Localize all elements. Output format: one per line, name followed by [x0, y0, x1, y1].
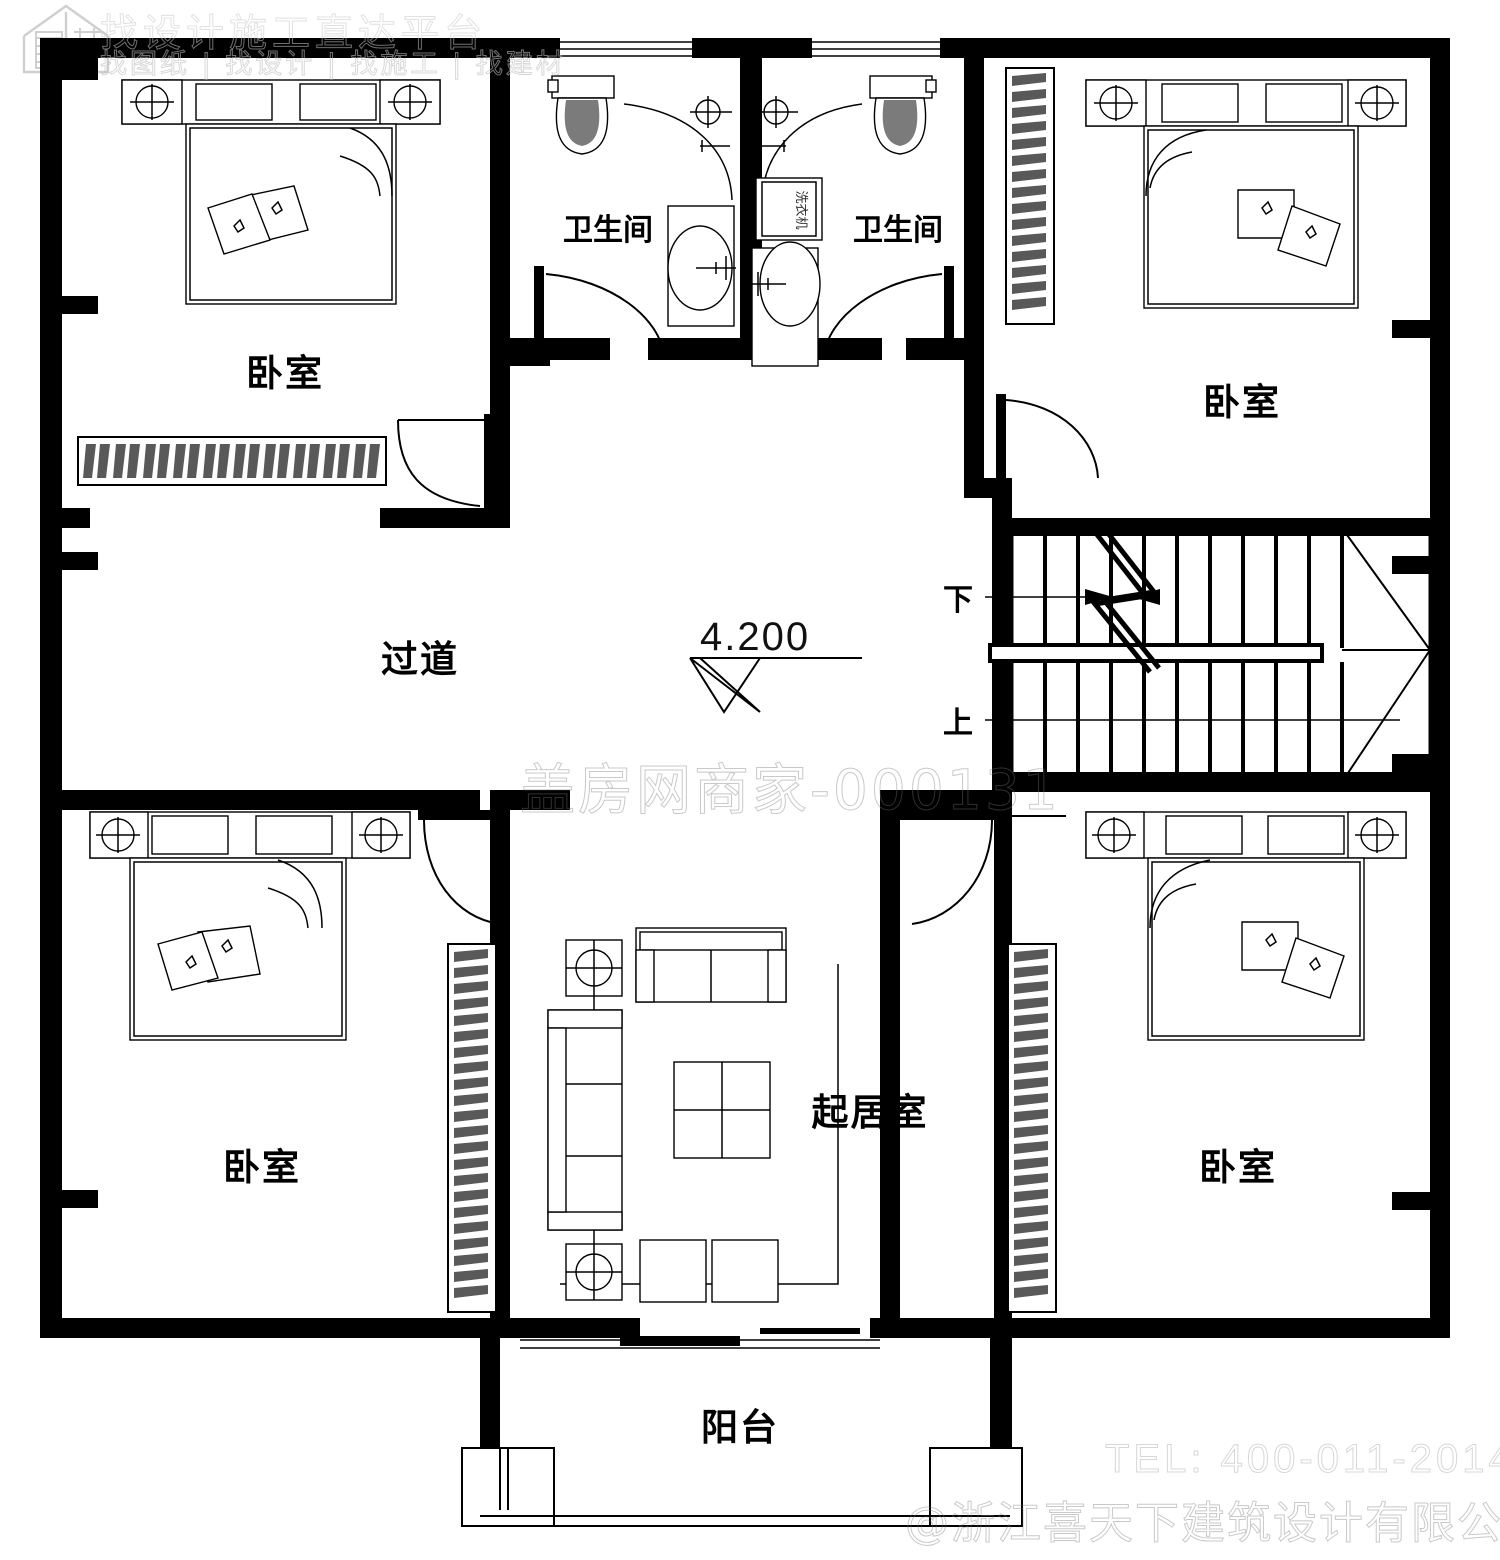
bed-group-top-left [121, 79, 441, 305]
room-label-living-room: 起居室 [812, 1091, 929, 1134]
room-label-bedroom-bottom-left: 卧室 [223, 1146, 301, 1189]
bathroom-right-fixtures [751, 75, 954, 367]
door-bedroom-bottom-right [900, 810, 1066, 925]
bed-group-bottom-left [89, 811, 411, 1041]
elevation-value: 4.200 [700, 615, 810, 659]
window-glazing-top [560, 41, 940, 57]
exterior-walls [40, 38, 1450, 1338]
balcony-structure [461, 1318, 1023, 1527]
room-label-bathroom-right: 卫生间 [853, 213, 943, 248]
elevation-marker: 4.200 [689, 615, 862, 714]
room-label-bedroom-bottom-right: 卧室 [1199, 1146, 1277, 1189]
curtain-bedroom-top-left [77, 436, 387, 486]
staircase [985, 526, 1432, 784]
window-glazing-right [1433, 338, 1448, 1336]
stair-down-label: 下 [943, 583, 973, 618]
room-label-corridor: 过道 [381, 638, 459, 681]
room-label-bedroom-top-left: 卧室 [246, 352, 324, 395]
stair-up-label: 上 [943, 706, 973, 741]
room-label-bathroom-left: 卫生间 [563, 213, 653, 248]
room-label-balcony: 阳台 [701, 1406, 779, 1449]
room-labels: 卧室 卫生间 卫生间 卧室 过道 卧室 起居室 卧室 阳台 [223, 213, 1281, 1449]
living-room-furniture [547, 927, 839, 1303]
door-bedroom-top-right [996, 394, 1099, 482]
room-label-bedroom-top-right: 卧室 [1203, 381, 1281, 424]
bed-group-bottom-right [1085, 811, 1407, 1041]
door-bedroom-top-left [397, 414, 494, 510]
curtain-bedroom-top-right [1005, 67, 1055, 325]
window-glazing-left [43, 58, 59, 1336]
bathroom-left-fixtures [534, 75, 736, 358]
bed-group-top-right [1085, 79, 1407, 309]
appliance-label-washing-machine: 洗衣机 [793, 190, 809, 229]
curtain-bedroom-bottom-left [447, 943, 497, 1313]
door-bedroom-bottom-left [418, 810, 506, 925]
curtain-bedroom-bottom-right [1007, 943, 1057, 1313]
